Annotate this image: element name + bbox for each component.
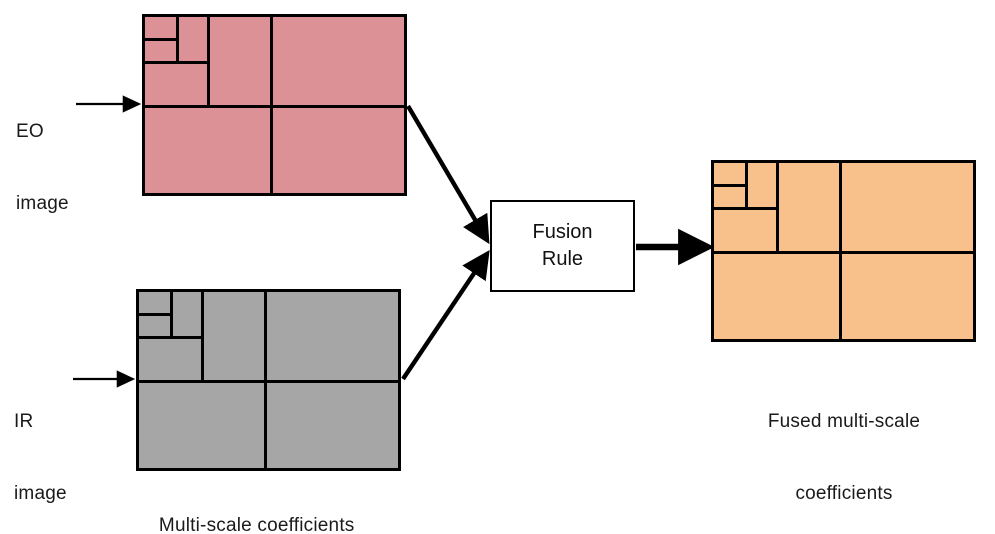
fused-coefficient-block <box>711 160 976 342</box>
fused-level2-horizontal-divider <box>714 207 779 210</box>
eo-coefficient-block <box>142 14 407 196</box>
ir-coefficient-block <box>136 289 401 471</box>
multi-scale-caption: Multi-scale coefficients <box>137 490 355 534</box>
eo-level3-horizontal-divider <box>145 38 179 41</box>
eo-input-label-line1: EO <box>16 121 44 142</box>
ir-level1-lower-vertical-divider <box>264 383 267 471</box>
fusion-rule-label-line1: Fusion <box>532 221 593 243</box>
ir-level1-horizontal-divider <box>139 380 398 383</box>
ir-input-label-line2: image <box>14 483 67 504</box>
fused-level3-horizontal-divider <box>714 184 748 187</box>
eo-to-fusion-arrow <box>406 104 490 245</box>
fused-level1-horizontal-divider <box>714 251 973 254</box>
eo-level1-vertical-divider <box>270 17 273 108</box>
ir-level3-horizontal-divider <box>139 313 173 316</box>
fused-level1-vertical-divider <box>839 163 842 254</box>
ir-to-fusion-arrow <box>401 249 490 381</box>
fused-caption: Fused multi-scale coefficients <box>713 362 975 534</box>
fused-caption-line2: coefficients <box>795 483 893 504</box>
eo-input-label: EO image <box>16 72 69 264</box>
ir-level1-vertical-divider <box>264 292 267 383</box>
multi-scale-caption-text: Multi-scale coefficients <box>158 515 355 534</box>
fused-caption-line1: Fused multi-scale <box>767 411 921 432</box>
ir-input-label-line1: IR <box>14 411 34 432</box>
eo-level1-lower-vertical-divider <box>270 108 273 196</box>
ir-level2-horizontal-divider <box>139 336 204 339</box>
fused-level1-lower-vertical-divider <box>839 254 842 342</box>
eo-level1-horizontal-divider <box>145 105 404 108</box>
fusion-rule-label-line2: Rule <box>541 248 584 270</box>
eo-input-label-line2: image <box>16 193 69 214</box>
eo-level2-horizontal-divider <box>145 61 210 64</box>
fusion-rule-box[interactable]: Fusion Rule <box>490 200 635 292</box>
ir-input-label: IR image <box>14 362 67 534</box>
